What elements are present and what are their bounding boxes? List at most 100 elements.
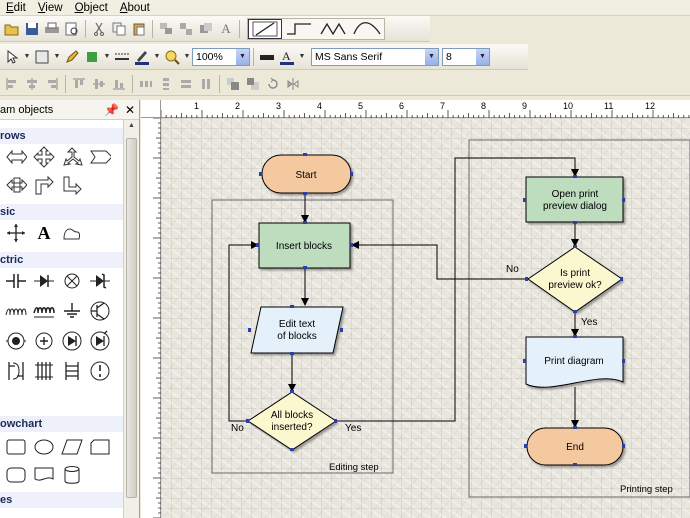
same-height-icon[interactable] (197, 75, 215, 93)
connector-no-back[interactable] (351, 241, 527, 280)
line-style-icon[interactable] (113, 48, 131, 66)
pentagon-arrow-icon[interactable] (88, 146, 112, 168)
rotate-icon[interactable] (264, 75, 282, 93)
close-icon[interactable]: ✕ (124, 102, 135, 117)
category-basic[interactable]: sic (0, 204, 124, 220)
connector-yes-to-print[interactable] (336, 157, 579, 422)
source-icon[interactable] (32, 330, 56, 352)
font-name-select[interactable]: MS Sans Serif ▼ (311, 47, 439, 66)
font-size-select[interactable]: 8 ▼ (442, 47, 490, 66)
scrollbar-thumb[interactable] (126, 138, 137, 498)
motor-icon[interactable] (4, 330, 28, 352)
category-flowchart[interactable]: owchart (0, 416, 124, 432)
scroll-up-icon[interactable]: ▲ (128, 122, 135, 129)
straight-connector-icon[interactable] (248, 18, 282, 39)
orthogonal-connector-icon[interactable] (282, 19, 316, 39)
led-icon[interactable] (88, 330, 112, 352)
arrange-icon[interactable] (197, 20, 215, 38)
capacitor-icon[interactable] (4, 270, 28, 292)
line-width-icon[interactable] (258, 48, 276, 66)
fill-color-icon[interactable] (83, 48, 101, 66)
u-turn-arrow-icon[interactable] (60, 174, 84, 196)
open-print-node[interactable] (525, 176, 624, 223)
chevron-down-icon[interactable]: ▼ (476, 48, 489, 65)
save-icon[interactable] (23, 20, 41, 38)
print-preview-icon[interactable] (63, 20, 81, 38)
curved-connector-icon[interactable] (350, 19, 384, 39)
database-shape-icon[interactable] (60, 464, 84, 486)
meter-icon[interactable] (88, 360, 112, 382)
chevron-down-icon[interactable]: ▼ (53, 53, 61, 60)
data-shape-icon[interactable] (60, 436, 84, 458)
editing-step-group[interactable] (211, 199, 394, 474)
zener-icon[interactable] (88, 270, 112, 292)
chevron-down-icon[interactable]: ▼ (103, 53, 111, 60)
group-icon[interactable] (157, 20, 175, 38)
double-arrow-v-icon[interactable] (4, 174, 28, 196)
bring-front-icon[interactable] (224, 75, 242, 93)
switch-icon[interactable] (60, 360, 84, 382)
transistor-icon[interactable] (88, 300, 112, 322)
menu-about[interactable]: About (119, 1, 150, 14)
cut-icon[interactable] (90, 20, 108, 38)
ground-icon[interactable] (60, 300, 84, 322)
align-bottom-icon[interactable] (110, 75, 128, 93)
copy-icon[interactable] (110, 20, 128, 38)
print-icon[interactable] (43, 20, 61, 38)
terminator-shape-icon[interactable] (32, 436, 56, 458)
ungroup-icon[interactable] (177, 20, 195, 38)
align-middle-icon[interactable] (90, 75, 108, 93)
three-way-arrow-icon[interactable] (60, 146, 84, 168)
open-icon[interactable] (3, 20, 21, 38)
polyline-connector-icon[interactable] (316, 19, 350, 39)
text-icon[interactable]: A (221, 20, 231, 36)
menu-object[interactable]: Object (74, 1, 108, 14)
align-center-icon[interactable] (23, 75, 41, 93)
distribute-v-icon[interactable] (157, 75, 175, 93)
chevron-down-icon[interactable]: ▼ (23, 53, 31, 60)
crosshair-icon[interactable] (4, 222, 28, 244)
text-icon[interactable]: A (37, 222, 51, 243)
four-way-arrow-icon[interactable] (32, 146, 56, 168)
edit-text-node[interactable] (250, 306, 344, 354)
same-width-icon[interactable] (177, 75, 195, 93)
chevron-down-icon[interactable]: ▼ (236, 48, 249, 65)
line-color-icon[interactable] (133, 48, 151, 66)
rounded-process-icon[interactable] (4, 464, 28, 486)
align-top-icon[interactable] (70, 75, 88, 93)
print-diagram-node[interactable] (525, 336, 624, 388)
chevron-down-icon[interactable]: ▼ (153, 53, 161, 60)
flip-icon[interactable] (284, 75, 302, 93)
align-left-icon[interactable] (3, 75, 21, 93)
card-shape-icon[interactable] (88, 436, 112, 458)
pin-icon[interactable]: 📌 (103, 102, 119, 117)
connector-no-loop[interactable] (228, 241, 259, 422)
category-electric[interactable]: ctric (0, 252, 124, 268)
bent-arrow-icon[interactable] (32, 174, 56, 196)
menu-edit[interactable]: Edit (6, 1, 26, 14)
insert-blocks-node[interactable] (258, 222, 351, 269)
category-arrows[interactable]: rows (0, 128, 124, 144)
chevron-down-icon[interactable]: ▼ (425, 48, 438, 65)
freeform-shape-icon[interactable] (60, 222, 84, 244)
printing-step-group[interactable] (468, 139, 690, 498)
panel-scrollbar[interactable]: ▲ (123, 120, 139, 518)
paste-icon[interactable] (130, 20, 148, 38)
zoom-icon[interactable] (163, 48, 181, 66)
double-arrow-h-icon[interactable] (4, 146, 28, 168)
align-right-icon[interactable] (43, 75, 61, 93)
inductor-icon[interactable] (32, 300, 56, 322)
diode-icon[interactable] (32, 270, 56, 292)
select-icon[interactable] (3, 48, 21, 66)
thyristor-icon[interactable] (60, 330, 84, 352)
category-other[interactable]: es (0, 492, 124, 508)
coil-icon[interactable] (4, 300, 28, 322)
transformer-icon[interactable] (32, 360, 56, 382)
all-blocks-decision[interactable] (247, 391, 337, 451)
send-back-icon[interactable] (244, 75, 262, 93)
document-shape-icon[interactable] (32, 464, 56, 486)
chevron-down-icon[interactable]: ▼ (298, 53, 306, 60)
relay-icon[interactable] (4, 360, 28, 382)
zoom-select[interactable]: 100% ▼ (192, 47, 250, 66)
menu-view[interactable]: View (37, 1, 63, 14)
